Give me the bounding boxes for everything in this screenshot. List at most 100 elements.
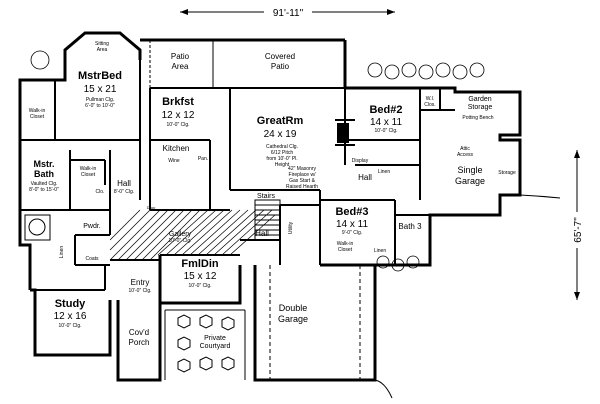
- svg-text:Storage: Storage: [498, 170, 516, 176]
- svg-text:8'-0" to 15'-0": 8'-0" to 15'-0": [29, 187, 59, 193]
- svg-text:Garage: Garage: [455, 176, 485, 186]
- brkfst-label: Brkfst 12 x 12 10'-0" Clg.: [162, 96, 195, 128]
- stairs: [254, 199, 281, 241]
- svg-text:12 x 16: 12 x 16: [54, 311, 87, 322]
- svg-text:Display: Display: [352, 158, 369, 164]
- utility-label: Utility: [288, 221, 294, 234]
- svg-text:Clos.: Clos.: [424, 102, 435, 108]
- clo-label: Clo.: [96, 189, 105, 195]
- svg-text:Kitchen: Kitchen: [163, 144, 190, 153]
- width-dimension-label: 91'-11": [273, 8, 304, 19]
- svg-text:Vaulted Clg.: Vaulted Clg.: [31, 181, 58, 187]
- fml-din-label: FmlDin 15 x 12 10'-0" Clg.: [181, 258, 219, 289]
- svg-text:42" Masonry: 42" Masonry: [288, 166, 316, 172]
- svg-text:FmlDin: FmlDin: [181, 258, 219, 270]
- svg-text:Gas Start &: Gas Start &: [289, 178, 316, 184]
- bed3-label: Bed#3 14 x 11 9'-0" Clg.: [335, 206, 368, 236]
- master-bed-label: MstrBed 15 x 21 Pullman Clg. 6'-0" to 10…: [78, 70, 122, 109]
- svg-text:10'-0" Clg.: 10'-0" Clg.: [128, 288, 151, 294]
- svg-text:Hall: Hall: [117, 179, 131, 188]
- garage-door: [269, 194, 561, 399]
- svg-text:Raised Hearth: Raised Hearth: [286, 184, 318, 190]
- svg-text:Sitting: Sitting: [95, 41, 109, 47]
- svg-text:Hall: Hall: [255, 229, 269, 238]
- svg-text:Brkfst: Brkfst: [162, 96, 194, 108]
- svg-text:Height: Height: [275, 162, 290, 168]
- svg-text:Coats: Coats: [85, 256, 99, 262]
- svg-text:Pullman Clg.: Pullman Clg.: [86, 97, 114, 103]
- storage-label: Storage: [498, 170, 516, 176]
- master-bath-label: Mstr. Bath Vaulted Clg. 8'-0" to 15'-0": [29, 159, 59, 193]
- svg-text:10'-0" Clg.: 10'-0" Clg.: [188, 283, 211, 289]
- svg-text:15 x 21: 15 x 21: [84, 84, 117, 95]
- svg-text:Stairs: Stairs: [257, 193, 275, 200]
- svg-text:Bed#3: Bed#3: [335, 206, 368, 218]
- pantry-label: Pan.: [198, 156, 208, 162]
- svg-text:Study: Study: [55, 298, 86, 310]
- display-label: Display: [352, 158, 369, 164]
- svg-text:Clo.: Clo.: [96, 189, 105, 195]
- covd-porch-label: Cov'd Porch: [129, 328, 150, 347]
- attic-access-label: Attic Access: [457, 146, 474, 158]
- svg-text:Drop: Drop: [147, 205, 156, 210]
- fireplace-icon: [337, 123, 349, 143]
- svg-text:Garage: Garage: [278, 314, 308, 324]
- svg-text:Linen: Linen: [378, 169, 390, 175]
- svg-text:24 x 19: 24 x 19: [264, 129, 297, 140]
- svg-text:Covered: Covered: [265, 52, 295, 61]
- svg-text:Pwdr.: Pwdr.: [83, 223, 101, 230]
- linen-2-label: Linen: [374, 248, 386, 254]
- svg-text:9'-0" Clg.: 9'-0" Clg.: [342, 230, 362, 236]
- svg-text:12 x 12: 12 x 12: [162, 110, 195, 121]
- wine-label: Wine: [168, 158, 180, 164]
- svg-text:Wine: Wine: [168, 158, 180, 164]
- svg-text:Walk-in: Walk-in: [29, 108, 46, 114]
- svg-text:Hall: Hall: [358, 173, 372, 182]
- svg-text:Cov'd: Cov'd: [129, 328, 149, 337]
- svg-text:Double: Double: [279, 303, 308, 313]
- svg-text:Bath 3: Bath 3: [398, 222, 422, 231]
- svg-text:Private: Private: [204, 335, 226, 342]
- bed2-label: Bed#2 14 x 11 10'-0" Clg.: [369, 104, 402, 134]
- hall-2-label: Hall: [358, 173, 372, 182]
- svg-text:Closet: Closet: [338, 247, 353, 253]
- svg-text:Potting Bench: Potting Bench: [462, 115, 493, 121]
- svg-text:GreatRm: GreatRm: [257, 115, 304, 127]
- svg-text:Cathedral Clg.: Cathedral Clg.: [266, 144, 298, 150]
- drop-box-label: Drop: [147, 205, 156, 210]
- width-dimension: 91'-11": [180, 5, 395, 19]
- covered-patio-label: Covered Patio: [265, 52, 295, 71]
- stairs-label: Stairs: [257, 193, 275, 200]
- svg-text:10'-0" Clg.: 10'-0" Clg.: [168, 238, 191, 244]
- svg-text:8'-0" Clg.: 8'-0" Clg.: [114, 189, 134, 195]
- svg-text:Walk-in: Walk-in: [337, 241, 354, 247]
- linen-1-label: Linen: [378, 169, 390, 175]
- hall-3-label: Hall: [255, 229, 269, 238]
- svg-text:Courtyard: Courtyard: [200, 343, 231, 350]
- svg-text:Patio: Patio: [271, 62, 290, 71]
- courtyard-label: Private Courtyard: [200, 335, 231, 350]
- svg-text:Area: Area: [172, 62, 189, 71]
- svg-text:Single: Single: [457, 165, 482, 175]
- svg-text:W.I.: W.I.: [426, 96, 435, 102]
- svg-text:Fireplace w/: Fireplace w/: [289, 172, 317, 178]
- svg-text:Closet: Closet: [81, 172, 96, 178]
- svg-text:6/12 Pitch: 6/12 Pitch: [271, 150, 293, 156]
- svg-text:Attic: Attic: [460, 146, 470, 152]
- interior-walls: [20, 60, 455, 291]
- single-garage-label: Single Garage: [455, 165, 485, 186]
- svg-text:14 x 11: 14 x 11: [336, 219, 368, 230]
- svg-text:Bath: Bath: [34, 169, 54, 179]
- svg-text:Access: Access: [457, 152, 474, 158]
- wi-clos-label: W.I. Clos.: [424, 96, 435, 108]
- patio-outlines: [149, 40, 345, 89]
- double-garage-label: Double Garage: [278, 303, 308, 324]
- walkin-closet-3-label: Walk-in Closet: [337, 241, 354, 253]
- svg-text:Storage: Storage: [468, 104, 493, 111]
- linen-3-label: Linen: [59, 246, 65, 258]
- svg-text:Pan.: Pan.: [198, 156, 208, 162]
- svg-text:Patio: Patio: [171, 52, 190, 61]
- svg-text:Bed#2: Bed#2: [369, 104, 402, 116]
- svg-text:Mstr.: Mstr.: [33, 159, 54, 169]
- svg-text:Linen: Linen: [374, 248, 386, 254]
